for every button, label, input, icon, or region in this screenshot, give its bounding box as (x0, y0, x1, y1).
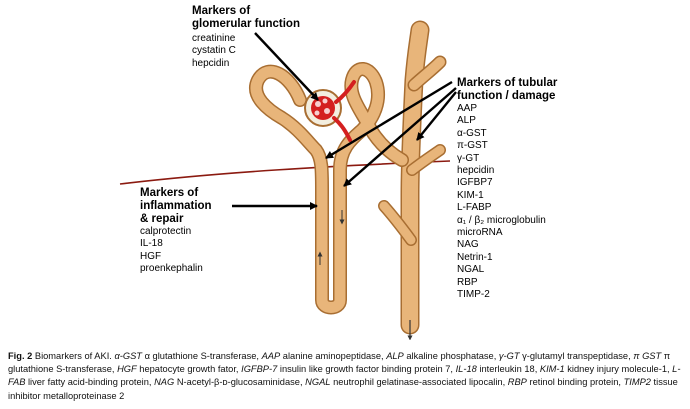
caption-definition: alkaline phosphatase, (406, 351, 497, 361)
list-item: IGFBP7 (457, 177, 493, 189)
glomerulus (304, 80, 356, 142)
caption-intro: Biomarkers of AKI. (34, 351, 112, 361)
glomerular-markers-title: Markers of glomerular function (192, 5, 300, 31)
list-item: microRNA (457, 227, 503, 239)
tubular-title-line-1: Markers of tubular (457, 77, 558, 89)
list-item: Netrin-1 (457, 251, 493, 263)
glomerular-markers-list: creatinine cystatin C hepcidin (192, 33, 236, 70)
caption-abbreviation: HGF (117, 364, 137, 375)
caption-definition: interleukin 18, (479, 364, 538, 375)
caption-abbreviation: γ-GT (498, 351, 520, 361)
tubular-title-line-2: function / damage (457, 90, 556, 102)
inflammation-title-line-2: inflammation (140, 200, 212, 212)
glomerular-title-line-1: Markers of (192, 5, 251, 17)
caption-definition: alanine aminopeptidase, (282, 351, 384, 361)
list-item: ALP (457, 115, 476, 127)
inflammation-title-line-1: Markers of (140, 187, 199, 199)
caption-definition: insulin like growth factor binding prote… (279, 364, 453, 375)
tubular-pointer-arrow-collecting (416, 91, 457, 141)
glomerular-pointer-arrow (254, 32, 319, 101)
caption-definition: neutrophil gelatinase-associated lipocal… (333, 377, 506, 388)
caption-abbreviation: NGAL (305, 377, 331, 388)
caption-definition: retinol binding protein, (529, 377, 621, 388)
list-item: KIM-1 (457, 189, 484, 201)
caption-abbreviation: KIM-1 (539, 364, 565, 375)
caption-abbreviation: α-GST (114, 351, 142, 361)
caption-definition: N-acetyl-β-ᴅ-glucosaminidase, (176, 377, 303, 388)
list-item: hepcidin (457, 165, 495, 177)
caption-definition: hepatocyte growth fator, (139, 364, 239, 375)
tubular-markers-title: Markers of tubular function / damage (457, 77, 557, 103)
glomerular-title-line-2: glomerular function (192, 18, 300, 30)
list-item: hepcidin (192, 57, 230, 69)
caption-abbreviation: AAP (261, 351, 281, 361)
list-item: proenkephalin (140, 263, 203, 275)
list-item: NGAL (457, 264, 485, 276)
list-item: IL-18 (140, 238, 163, 250)
caption-abbreviation: ALP (386, 351, 404, 361)
tubular-markers-list: AAP ALP α-GST π-GST γ-GT hepcidin IGFBP7… (457, 103, 546, 302)
caption-entries: α-GST α glutathione S-transferase, AAP a… (8, 351, 680, 401)
tubular-pointer-arrow-loop (343, 87, 457, 187)
caption-abbreviation: TIMP2 (623, 377, 651, 388)
inflammation-markers-title: Markers of inflammation & repair (140, 187, 212, 226)
collecting-duct (378, 20, 447, 340)
caption-definition: kidney injury molecule-1, (567, 364, 670, 375)
nephron-diagram (119, 20, 457, 340)
list-item: π-GST (457, 140, 488, 152)
list-item: α₁ / β₂ microglobulin (457, 214, 546, 226)
caption-abbreviation: π GST (633, 351, 662, 361)
list-item: AAP (457, 103, 478, 114)
list-item: α-GST (457, 127, 487, 139)
caption-definition: liver fatty acid-binding protein, (27, 377, 152, 388)
figure-caption: Fig. 2 Biomarkers of AKI. α-GST α glutat… (8, 350, 688, 403)
caption-abbreviation: RBP (507, 377, 527, 388)
list-item: HGF (140, 250, 162, 262)
list-item: TIMP-2 (457, 289, 490, 301)
caption-definition: tissue inhibitor metalloproteinase 2 (8, 377, 678, 401)
inflammation-markers-list: calprotectin IL-18 HGF proenkephalin (140, 226, 203, 276)
list-item: cystatin C (192, 45, 236, 57)
caption-definition: γ-glutamyl transpeptidase, (522, 351, 631, 361)
list-item: RBP (457, 276, 478, 288)
inflammation-title-line-3: & repair (140, 213, 184, 225)
tubular-pointer-arrow-proximal (325, 80, 453, 160)
caption-abbreviation: IL-18 (455, 364, 477, 375)
caption-definition: α glutathione S-transferase, (144, 351, 259, 361)
caption-abbreviation: L-FAB (8, 364, 681, 388)
caption-abbreviation: NAG (154, 377, 175, 388)
caption-abbreviation: IGFBP-7 (241, 364, 278, 375)
list-item: creatinine (192, 33, 236, 44)
list-item: L-FABP (457, 202, 492, 214)
renal-tubule (249, 62, 409, 315)
list-item: γ-GT (457, 152, 480, 164)
list-item: calprotectin (140, 226, 192, 237)
caption-definition: π glutathione S-transferase, (8, 351, 671, 375)
figure-label: Fig. 2 (8, 351, 33, 361)
list-item: NAG (457, 239, 479, 251)
